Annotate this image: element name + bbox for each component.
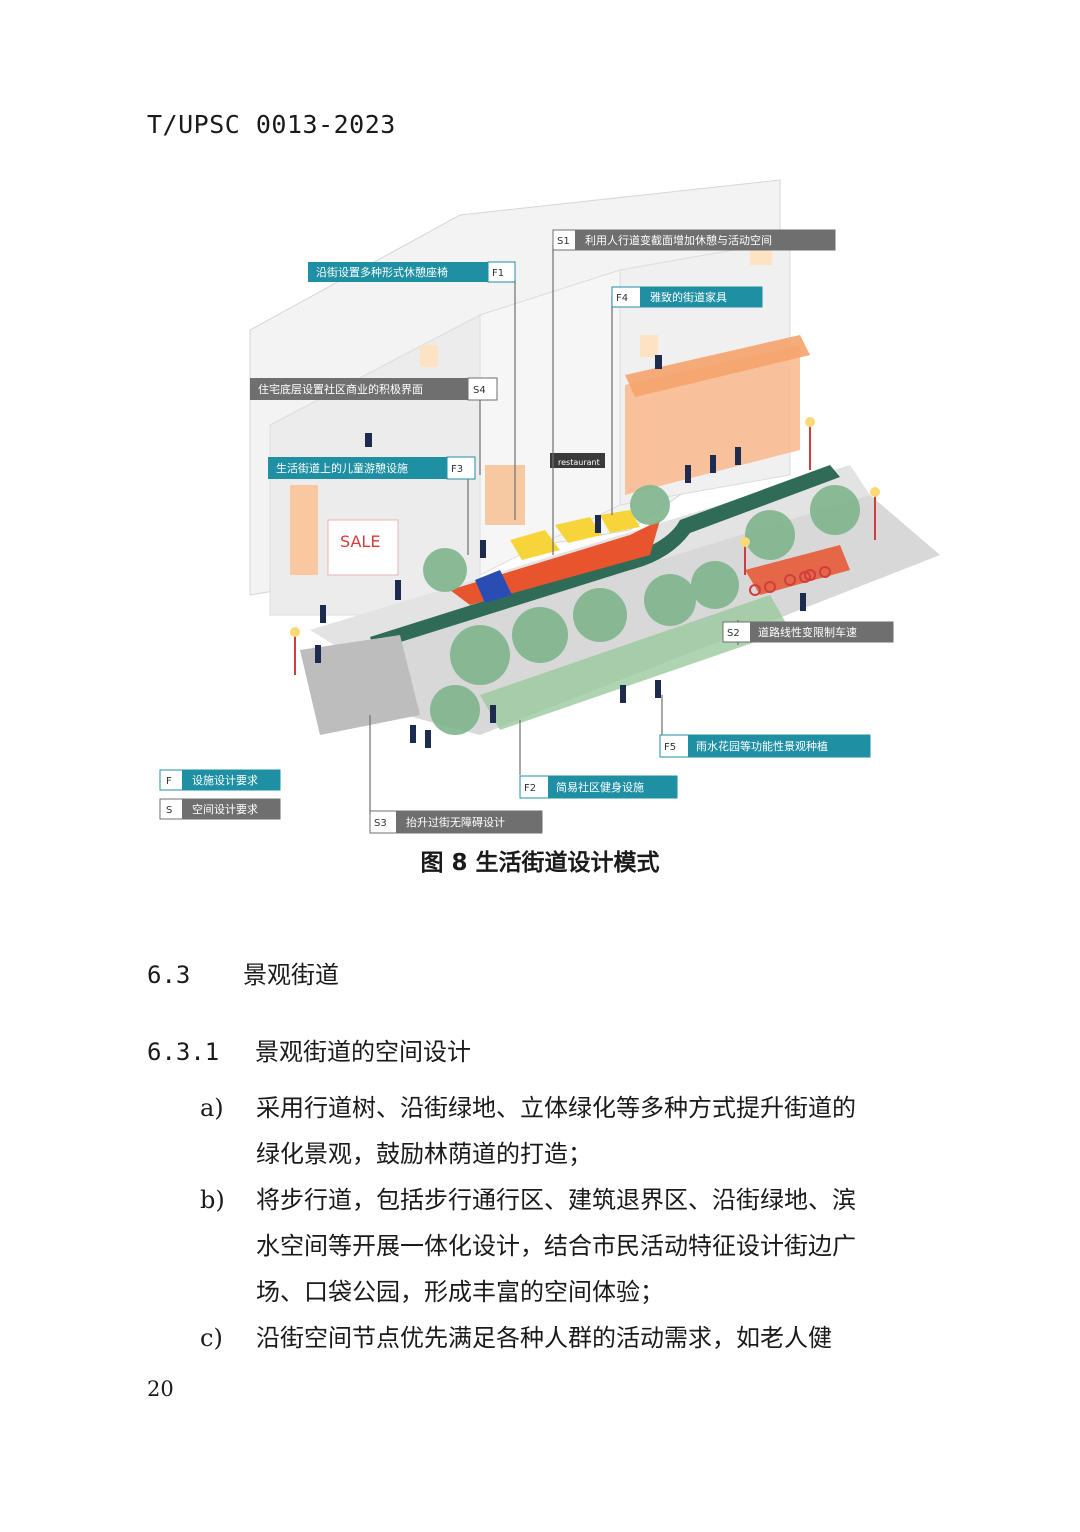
callout-text: 生活街道上的儿童游憩设施	[276, 461, 408, 475]
item-marker: b)	[200, 1186, 225, 1214]
callout-code: F2	[524, 783, 536, 794]
callout-f4: F4 雅致的街道家具	[611, 286, 763, 308]
subsection-title: 景观街道的空间设计	[255, 1038, 471, 1066]
callout-code: S4	[473, 385, 486, 396]
section-heading: 6.3 景观街道	[147, 955, 339, 990]
section-title: 景观街道	[243, 961, 339, 989]
legend-code: F	[166, 776, 172, 787]
legend-text: 空间设计要求	[192, 802, 258, 816]
callout-text: 抬升过街无障碍设计	[406, 815, 505, 829]
callout-text: 道路线性变限制车速	[758, 625, 857, 639]
item-text: 沿街空间节点优先满足各种人群的活动需求，如老人健	[256, 1315, 946, 1361]
callout-s2: S2 道路线性变限制车速	[722, 621, 894, 643]
trees	[423, 485, 860, 735]
callout-s4: 住宅底层设置社区商业的积极界面 S4	[250, 377, 498, 401]
item-line: 将步行道，包括步行通行区、建筑退界区、沿街绿地、滨	[256, 1186, 856, 1214]
callout-code: S1	[557, 236, 570, 247]
callout-text: 简易社区健身设施	[556, 780, 644, 794]
subsection-heading: 6.3.1 景观街道的空间设计	[147, 1032, 471, 1067]
item-line: 绿化景观，鼓励林荫道的打造；	[256, 1140, 592, 1168]
item-marker: a)	[200, 1094, 224, 1122]
rain-garden	[480, 595, 790, 730]
callout-s1: S1 利用人行道变截面增加休憩与活动空间	[552, 229, 836, 251]
pedestrians	[315, 355, 806, 748]
legend-text: 设施设计要求	[192, 774, 258, 787]
leader-lines	[369, 245, 739, 815]
street-design-figure: SALE restaurant	[150, 175, 950, 840]
item-line: 沿街空间节点优先满足各种人群的活动需求，如老人健	[256, 1324, 832, 1352]
callout-code: F4	[616, 293, 628, 304]
bike-lane	[370, 465, 840, 650]
crosswalk-steps	[300, 635, 420, 735]
street-illustration: SALE restaurant	[159, 179, 940, 834]
callout-code: S2	[727, 628, 740, 639]
legend-code: S	[166, 805, 172, 816]
legend-space: S 空间设计要求	[159, 798, 281, 820]
item-line: 水空间等开展一体化设计，结合市民活动特征设计街边广	[256, 1232, 856, 1260]
callout-text: 沿街设置多种形式休憩座椅	[316, 265, 448, 279]
lamp-heads	[290, 417, 880, 637]
section-number: 6.3	[147, 961, 191, 989]
item-text: 采用行道树、沿街绿地、立体绿化等多种方式提升街道的 绿化景观，鼓励林荫道的打造；	[256, 1085, 946, 1177]
callout-text: 利用人行道变截面增加休憩与活动空间	[585, 233, 772, 247]
callout-text: 住宅底层设置社区商业的积极界面	[258, 382, 423, 396]
restaurant-sign: restaurant	[558, 458, 600, 467]
callout-f2: F2 简易社区健身设施	[519, 775, 678, 799]
callout-s3: S3 抬升过街无障碍设计	[369, 810, 543, 834]
callout-text: 雨水花园等功能性景观种植	[696, 739, 828, 753]
standard-code: T/UPSC 0013-2023	[147, 110, 396, 139]
item-line: 采用行道树、沿街绿地、立体绿化等多种方式提升街道的	[256, 1094, 856, 1122]
callout-code: S3	[374, 818, 387, 829]
callout-text: 雅致的街道家具	[650, 290, 727, 304]
item-line: 场、口袋公园，形成丰富的空间体验；	[256, 1278, 664, 1306]
page-number: 20	[147, 1377, 174, 1401]
callout-code: F3	[451, 464, 463, 475]
subsection-number: 6.3.1	[147, 1038, 220, 1066]
callout-code: F5	[664, 742, 676, 753]
legend-facility: F 设施设计要求	[159, 769, 281, 791]
callout-f5: F5 雨水花园等功能性景观种植	[659, 734, 871, 758]
street-lamps	[294, 425, 876, 675]
callout-f1: 沿街设置多种形式休憩座椅 F1	[308, 261, 516, 283]
item-text: 将步行道，包括步行通行区、建筑退界区、沿街绿地、滨 水空间等开展一体化设计，结合…	[256, 1177, 946, 1315]
callout-code: F1	[492, 268, 504, 279]
sale-sign: SALE	[340, 532, 380, 551]
bike-rack	[749, 566, 831, 596]
figure-caption: 图 8 生活街道设计模式	[420, 850, 660, 876]
item-marker: c)	[200, 1324, 223, 1352]
callout-f3: 生活街道上的儿童游憩设施 F3	[268, 456, 476, 480]
umbrellas	[475, 510, 640, 603]
